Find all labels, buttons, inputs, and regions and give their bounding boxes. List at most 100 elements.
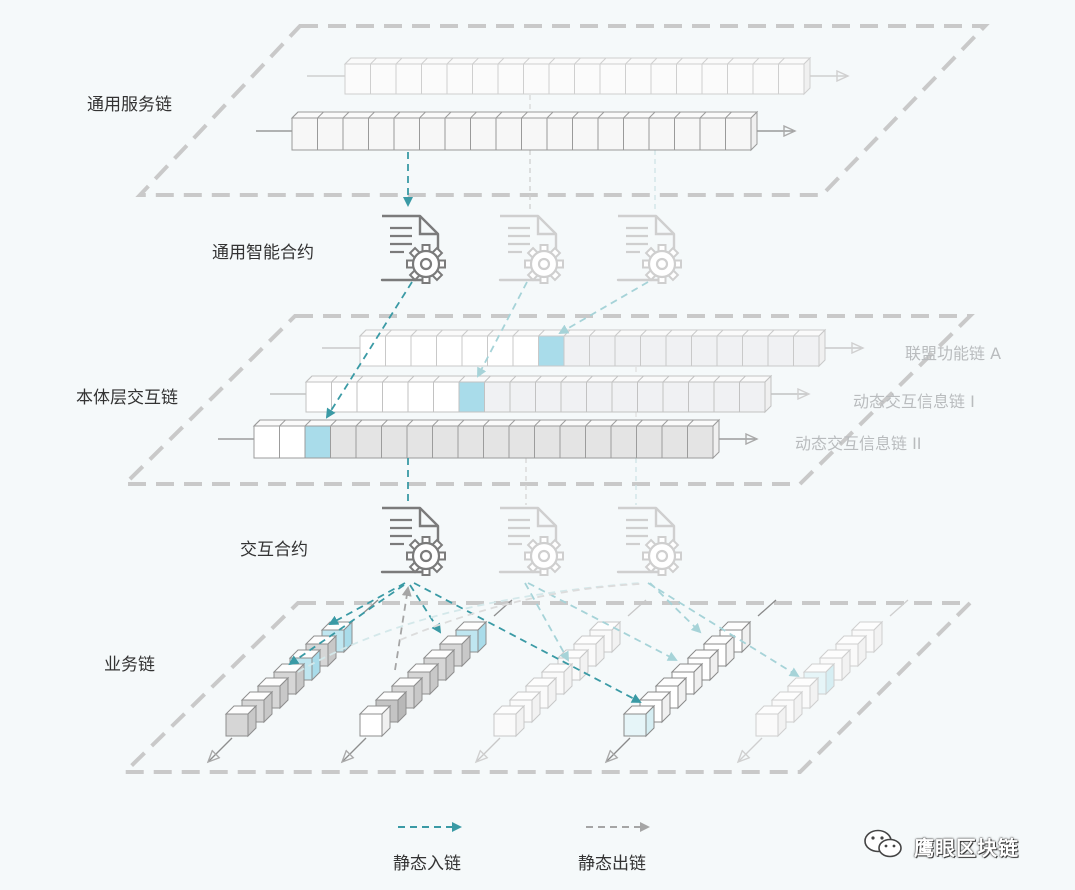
block (534, 425, 561, 459)
block (355, 425, 382, 459)
label-business-chain: 业务链 (104, 655, 155, 675)
contract-icon-interaction-2 (498, 506, 564, 576)
block (676, 63, 703, 95)
block (625, 63, 652, 95)
block (662, 381, 689, 413)
vertical-connectors (525, 95, 656, 505)
block (370, 63, 397, 95)
block (406, 425, 433, 459)
arrow-teal-to-biz4 (413, 582, 642, 703)
block (739, 381, 766, 413)
block (665, 335, 692, 367)
block (487, 335, 514, 367)
service-plane (135, 24, 990, 197)
arrow-light-to-biz4b (649, 582, 702, 634)
dynamic-chain-1 (270, 374, 809, 414)
block (483, 425, 510, 459)
label-interaction-contract: 交互合约 (240, 540, 308, 560)
block (457, 425, 484, 459)
block (793, 335, 820, 367)
block (433, 381, 460, 413)
block (344, 63, 371, 95)
business-chain-1 (208, 599, 379, 762)
block (381, 425, 408, 459)
block (687, 425, 714, 459)
contract-icon-interaction-1 (380, 506, 446, 576)
legend-in-label: 静态入链 (393, 854, 461, 874)
block (472, 63, 499, 95)
block (755, 713, 779, 737)
label-service-chain: 通用服务链 (87, 95, 172, 115)
business-plane (120, 601, 975, 774)
layer-planes (120, 24, 990, 774)
block (304, 425, 331, 459)
arrow-light-to-biz3 (524, 582, 569, 662)
arrow-light-to-biz4 (527, 582, 678, 661)
arrow-gray-out-biz2 (394, 586, 412, 671)
alliance-chain-a (322, 328, 863, 368)
block (611, 381, 638, 413)
block (713, 381, 740, 413)
block (637, 381, 664, 413)
block (767, 335, 794, 367)
arrow-light-contract-to-chain1 (477, 281, 528, 378)
block (623, 117, 650, 151)
block (727, 63, 754, 95)
block (701, 63, 728, 95)
chains (208, 56, 909, 762)
block (563, 335, 590, 367)
block (521, 117, 548, 151)
block (546, 117, 573, 151)
block (484, 381, 511, 413)
contract-icon-interaction-3 (616, 506, 682, 576)
block (493, 713, 517, 737)
block (523, 63, 550, 95)
block (497, 63, 524, 95)
block (291, 117, 318, 151)
dynamic-chain-2 (218, 418, 757, 460)
block (716, 335, 743, 367)
block (305, 381, 332, 413)
block (508, 425, 535, 459)
block (614, 335, 641, 367)
block (495, 117, 522, 151)
block (458, 381, 485, 413)
block (688, 381, 715, 413)
block (446, 63, 473, 95)
contracts (380, 214, 682, 576)
block (395, 63, 422, 95)
block (674, 117, 701, 151)
block (470, 117, 497, 151)
business-chain-3 (476, 599, 647, 762)
watermark-text: 鹰眼区块链 (914, 836, 1019, 860)
label-ontology-chain: 本体层交互链 (76, 388, 178, 408)
business-chain-2 (342, 599, 513, 762)
block (342, 117, 369, 151)
block (699, 117, 726, 151)
arrow-light-to-biz5 (647, 582, 800, 678)
business-chain-5 (738, 599, 909, 762)
block (330, 425, 357, 459)
block (385, 335, 412, 367)
block (421, 63, 448, 95)
arrow-light-long2 (399, 583, 641, 641)
block (559, 425, 586, 459)
block (331, 381, 358, 413)
arrow-light-contract-to-chainA (558, 281, 649, 335)
business-chain-4 (606, 599, 777, 762)
block (725, 117, 752, 151)
block (610, 425, 637, 459)
service-chain-back (307, 56, 848, 96)
block (432, 425, 459, 459)
block (623, 713, 647, 737)
contract-icon-general-1 (380, 214, 446, 284)
arrow-teal-to-biz2 (409, 584, 442, 634)
block (599, 63, 626, 95)
block (548, 63, 575, 95)
label-dynamic-chain-2: 动态交互信息链 II (795, 434, 922, 453)
service-chain-front (256, 110, 795, 152)
block (650, 63, 677, 95)
block (461, 335, 488, 367)
block (752, 63, 779, 95)
